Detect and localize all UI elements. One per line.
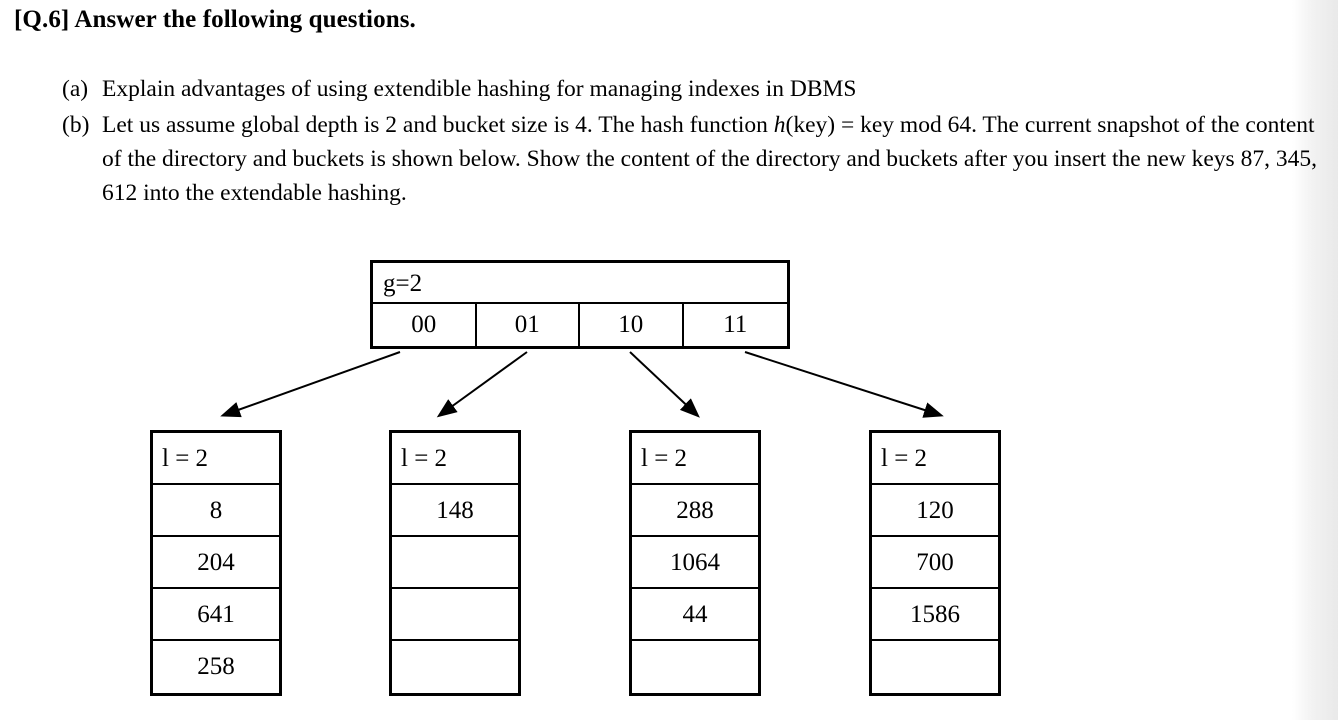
item-text-b-italic: h (773, 112, 786, 138)
bucket-3-key-3 (872, 641, 998, 693)
bucket-0-key-0: 8 (153, 485, 279, 537)
question-item-a: (a) Explain advantages of using extendib… (62, 72, 1317, 106)
directory-global-depth: g=2 (373, 263, 787, 304)
bucket-0-key-1: 204 (153, 537, 279, 589)
directory-entry-11: 11 (723, 311, 748, 338)
item-text-b-part1: Let us assume global depth is 2 and buck… (102, 112, 774, 138)
bucket-3-key-2: 1586 (872, 589, 998, 641)
directory-entry-00: 00 (373, 304, 477, 346)
bucket-2-key-3 (632, 641, 758, 693)
directory-entry-01: 01 (477, 304, 580, 346)
bucket-1-key-0: 148 (392, 485, 518, 537)
item-marker-a: (a) (62, 76, 89, 102)
bucket-3: l = 2 120 700 1586 (869, 430, 1001, 696)
bucket-2-key-2: 44 (632, 589, 758, 641)
item-text-a: Explain advantages of using extendible h… (102, 76, 857, 102)
question-item-b: (b) Let us assume global depth is 2 and … (62, 108, 1317, 210)
item-marker-b: (b) (62, 112, 90, 138)
bucket-0-key-2: 641 (153, 589, 279, 641)
directory-entry-10: 10 (580, 304, 684, 346)
bucket-0-key-3: 258 (197, 653, 235, 680)
bucket-1-local-depth: l = 2 (392, 433, 518, 485)
bucket-2-local-depth: l = 2 (632, 433, 758, 485)
arrow-01 (436, 351, 528, 418)
item-text-b-part2: (key) = key mod 64. The current snapshot… (102, 112, 1317, 206)
arrow-10 (629, 351, 700, 418)
bucket-0-local-depth: l = 2 (153, 433, 279, 485)
item-text-b: Let us assume global depth is 2 and buck… (102, 108, 1317, 210)
bucket-3-key-0: 120 (872, 485, 998, 537)
extendible-hashing-diagram: g=2 00 01 10 11 l = 2 8 204 641 258 l = … (0, 252, 1338, 712)
bucket-2: l = 2 288 1064 44 (629, 430, 761, 696)
bucket-1: l = 2 148 (389, 430, 521, 696)
page-title: [Q.6] Answer the following questions. (14, 6, 416, 33)
bucket-1-key-3 (392, 641, 518, 693)
bucket-3-key-1: 700 (872, 537, 998, 589)
directory-table: g=2 00 01 10 11 (370, 260, 790, 349)
bucket-1-key-1 (392, 537, 518, 589)
arrow-11 (744, 351, 944, 418)
arrow-00 (220, 351, 401, 418)
bucket-1-key-2 (392, 589, 518, 641)
bucket-2-key-1: 1064 (632, 537, 758, 589)
directory-entries: 00 01 10 11 (373, 304, 787, 346)
bucket-2-key-0: 288 (632, 485, 758, 537)
bucket-3-local-depth: l = 2 (872, 433, 998, 485)
question-items: (a) Explain advantages of using extendib… (62, 72, 1317, 212)
bucket-0: l = 2 8 204 641 258 (150, 430, 282, 696)
